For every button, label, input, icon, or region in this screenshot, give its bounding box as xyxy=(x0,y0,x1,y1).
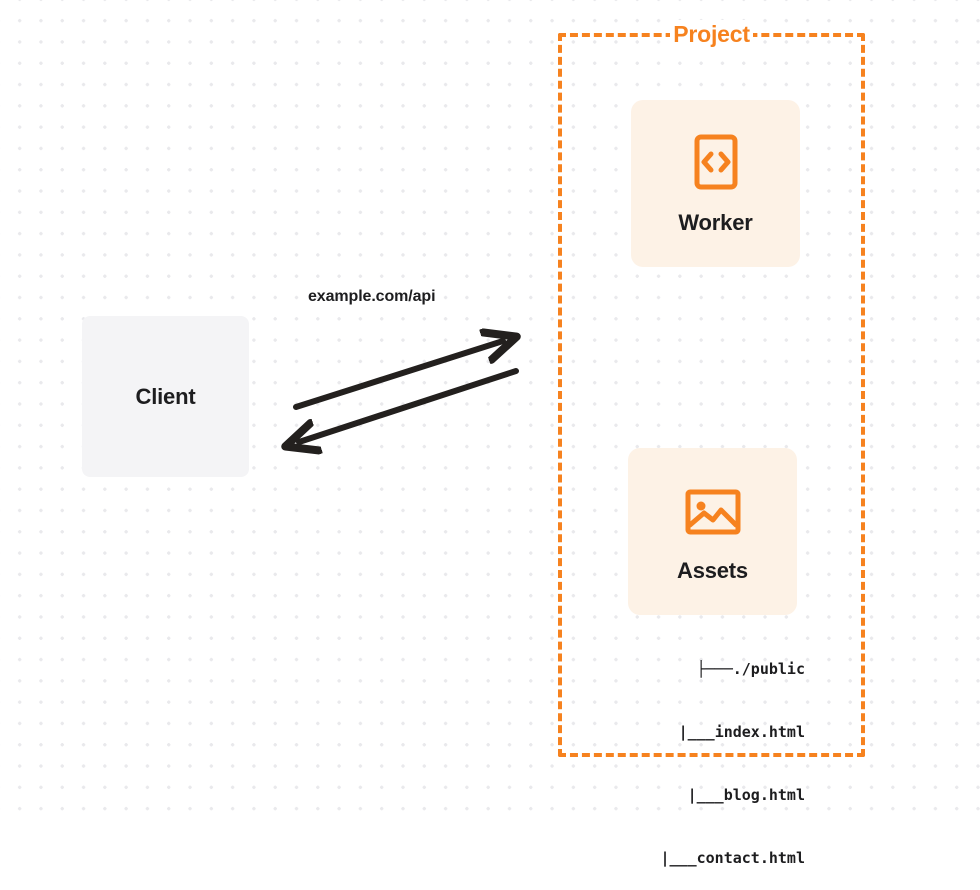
client-node[interactable]: Client xyxy=(82,316,249,477)
tree-branch-glyph: ├─── xyxy=(696,660,733,678)
code-brackets-icon xyxy=(684,132,748,196)
tree-node-name: index.html xyxy=(714,723,805,741)
tree-node-name: blog.html xyxy=(723,786,805,804)
tree-branch-glyph: |___ xyxy=(678,723,715,741)
file-tree-row: ├─── ./public xyxy=(605,659,805,680)
worker-node[interactable]: Worker xyxy=(631,100,800,267)
image-picture-icon xyxy=(681,480,745,544)
worker-node-label: Worker xyxy=(678,209,753,235)
client-node-label: Client xyxy=(135,383,196,409)
file-tree-row: |___ index.html xyxy=(605,722,805,743)
tree-node-name: ./public xyxy=(732,660,805,678)
connection-endpoint-label: example.com/api xyxy=(308,288,436,305)
assets-file-tree: ├─── ./public |___ index.html |___ blog.… xyxy=(605,617,806,890)
tree-node-name: contact.html xyxy=(696,849,805,867)
assets-node-label: Assets xyxy=(677,557,748,583)
tree-branch-glyph: |___ xyxy=(660,849,697,867)
tree-branch-glyph: |___ xyxy=(687,786,724,804)
file-tree-row: |___ contact.html xyxy=(605,848,806,869)
file-tree-row: |___ blog.html xyxy=(605,785,805,806)
assets-node[interactable]: Assets xyxy=(628,448,797,615)
